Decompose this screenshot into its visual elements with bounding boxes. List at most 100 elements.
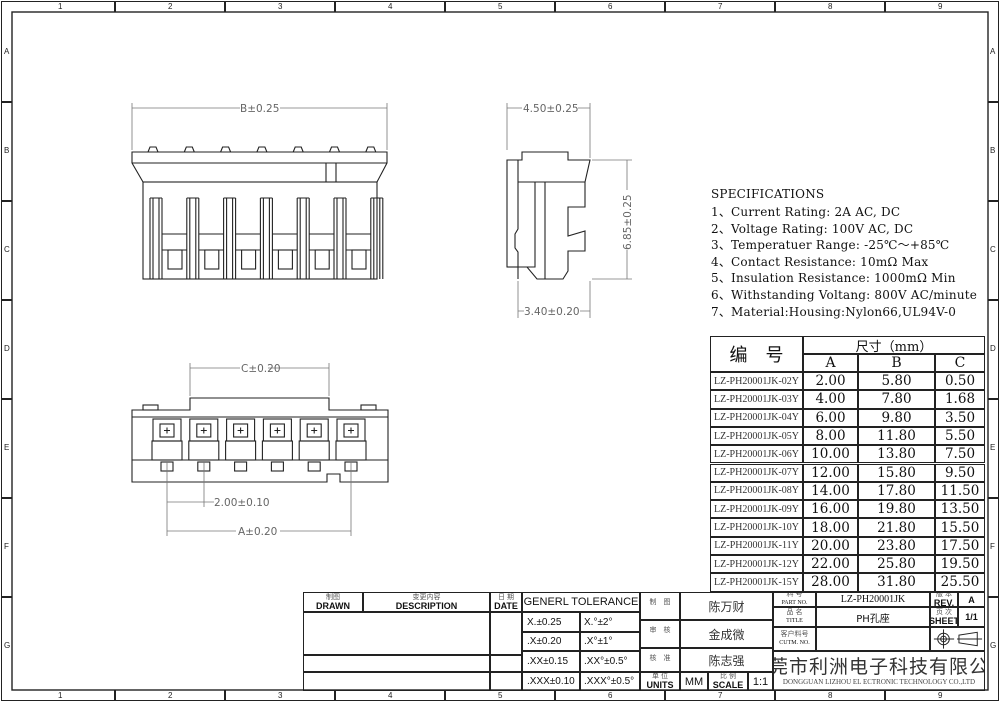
zone-row-label: E — [4, 443, 10, 452]
zone-row-label: B — [4, 146, 10, 155]
slot-floor — [235, 233, 261, 251]
angular-tolerance: .XXX°±0.5° — [580, 672, 640, 691]
terminal-slot — [167, 249, 183, 270]
front-view — [131, 146, 388, 280]
column-header-b: B — [858, 354, 935, 372]
zone-row-label: G — [4, 641, 11, 650]
spec-item: 6、Withstanding Voltang: 800V AC/minute — [711, 288, 978, 302]
date-label-cn: 日 期 — [498, 593, 514, 601]
dim-b-width: B±0.25 — [240, 103, 279, 115]
dimension-lines — [131, 103, 632, 536]
zone-column-label: 8 — [828, 691, 833, 700]
spec-item: 2、Voltage Rating: 100V AC, DC — [711, 221, 914, 236]
dim-c-cell: 19.50 — [935, 555, 985, 574]
description-label-en: DESCRIPTION — [395, 600, 458, 611]
zone-row-label: D — [990, 344, 996, 353]
terminal-slot — [277, 249, 293, 270]
terminal-slot — [351, 249, 367, 270]
description-label-cn: 变更内容 — [412, 593, 441, 601]
dim-a-cell: 20.00 — [803, 536, 858, 555]
revision-row-desc — [303, 672, 490, 691]
dim-c-cell: 17.50 — [935, 536, 985, 555]
rev-value: A — [958, 592, 985, 607]
center-mark — [237, 427, 244, 434]
zone-column-label: 4 — [388, 2, 393, 11]
contact-square — [159, 423, 175, 438]
part-id-cell: LZ-PH20001JK-09Y — [710, 500, 803, 519]
slot-wall — [333, 197, 347, 279]
dim-a-cell: 22.00 — [803, 555, 858, 574]
spec-item: 3、Temperatuer Range: -25℃～+85℃ — [711, 238, 950, 253]
contact-square — [269, 423, 285, 438]
slot-wall — [296, 197, 310, 279]
revision-row-desc — [303, 655, 490, 672]
contact-body — [298, 440, 330, 461]
customer-no-value — [816, 627, 930, 651]
zone-column-label: 1 — [58, 691, 63, 700]
scale-label-en: SCALE — [712, 680, 744, 690]
dim-a-cell: 12.00 — [803, 463, 858, 482]
zone-row-label: A — [990, 47, 996, 56]
spec-item: 7、Material:Housing:Nylon66,UL94V-0 — [711, 304, 957, 319]
zone-column-label: 2 — [168, 691, 173, 700]
terminal-slot — [241, 249, 257, 270]
dim-c-cell: 15.50 — [935, 518, 985, 537]
part-id-cell: LZ-PH20001JK-06Y — [710, 445, 803, 464]
role-label: 核 准 — [640, 648, 680, 672]
column-header-a: A — [803, 354, 858, 372]
part-no-label-cn: 料 号 — [786, 592, 803, 598]
zone-column-label: 3 — [278, 691, 283, 700]
dim-b-cell: 15.80 — [858, 463, 935, 482]
part-id-cell: LZ-PH20001JK-12Y — [710, 555, 803, 574]
dim-c-cell: 11.50 — [935, 481, 985, 501]
center-mark — [348, 427, 354, 434]
column-header-c: C — [935, 354, 985, 372]
dim-b-cell: 17.80 — [858, 481, 935, 501]
title-value: PH孔座 — [816, 607, 930, 627]
slot-wall — [186, 197, 200, 279]
dim-c-cell: 13.50 — [935, 500, 985, 519]
zone-row-label: B — [990, 146, 996, 155]
linear-tolerance: .X±0.20 — [522, 632, 580, 651]
zone-row-label: F — [4, 542, 9, 551]
spec-title: SPECIFICATIONS — [711, 187, 825, 201]
spec-item: 4、Contact Resistance: 10mΩ Max — [711, 254, 929, 269]
dim-a-cell: 8.00 — [803, 426, 858, 446]
latch-tooth — [292, 146, 304, 153]
center-mark — [164, 427, 170, 434]
contact-square — [196, 423, 212, 438]
pin — [234, 461, 248, 472]
zone-row-label: C — [990, 245, 996, 254]
dim-a-cell: 10.00 — [803, 445, 858, 464]
latch-tooth — [183, 146, 195, 153]
slot-floor — [198, 233, 224, 251]
scale-value: 1:1 — [748, 672, 773, 691]
dim-a-cell: 6.00 — [803, 408, 858, 427]
zone-row-label: G — [990, 641, 997, 650]
dim-a-cell: 14.00 — [803, 481, 858, 501]
sheet-value: 1/1 — [958, 607, 985, 627]
revision-row-desc — [303, 612, 490, 655]
role-label: 制 图 — [640, 592, 680, 620]
contact-body — [225, 440, 257, 461]
dim-a-cell: 18.00 — [803, 518, 858, 537]
slot-wall — [259, 197, 273, 279]
contact-body — [151, 440, 183, 461]
linear-tolerance: .XX±0.15 — [522, 651, 580, 672]
contact-body — [261, 440, 293, 461]
dim-b-cell: 7.80 — [858, 390, 935, 409]
dim-c-cell: 1.68 — [935, 390, 985, 409]
contact-square — [343, 423, 359, 438]
projection-symbol-icon — [930, 627, 985, 651]
part-id-cell: LZ-PH20001JK-15Y — [710, 573, 803, 592]
angular-tolerance: X.°±2° — [580, 612, 640, 632]
part-id-cell: LZ-PH20001JK-11Y — [710, 536, 803, 555]
units-label-en: UNITS — [646, 680, 674, 690]
dim-a-cell: 16.00 — [803, 500, 858, 519]
